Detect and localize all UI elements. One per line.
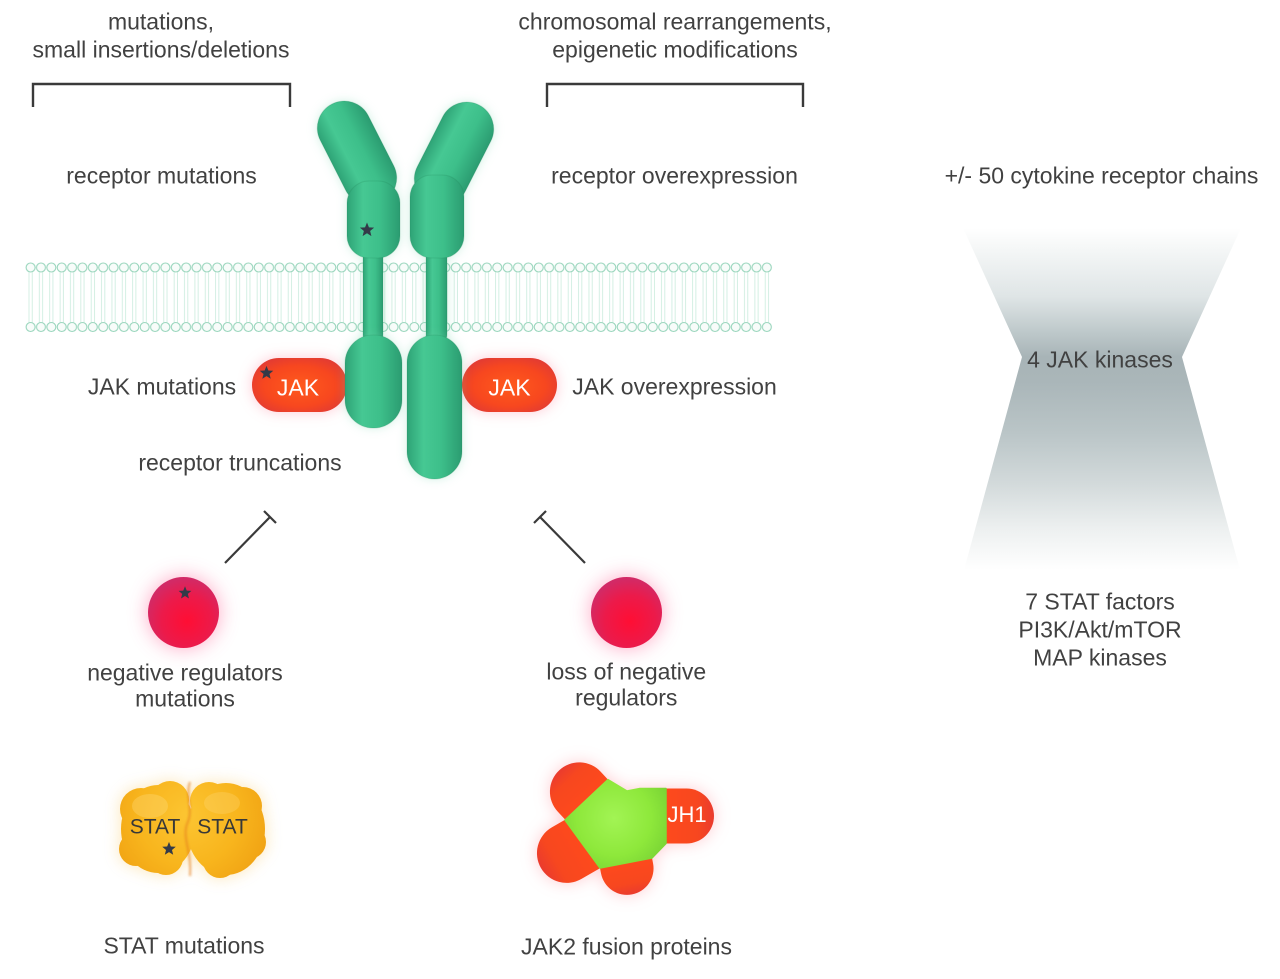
hourglass-top-label: +/- 50 cytokine receptor chains (944, 162, 1259, 188)
left-bracket-caption-line: mutations, (107, 8, 215, 35)
jak2-fusion-proteins-label: JAK2 fusion proteins (521, 933, 732, 960)
left-bracket-caption-line: small insertions/deletions (32, 36, 290, 62)
stat-surface-bump (149, 841, 183, 875)
signaling-hourglass-funnel (963, 228, 1241, 570)
receptor-intracellular-domains (344, 334, 463, 480)
hourglass-waist-label: 4 JAK kinases (1027, 346, 1173, 373)
negative-regulator-right (591, 577, 662, 648)
hourglass-bottom-label-line: 7 STAT factors (1025, 588, 1175, 615)
hourglass-bottom-label-line: PI3K/Akt/mTOR (1018, 616, 1182, 643)
hourglass-bottom-label-line: MAP kinases (1033, 644, 1167, 670)
cell-membrane-lipid-bilayer (25, 262, 773, 333)
inhibition-line (539, 516, 586, 564)
stat-highlight (204, 792, 240, 814)
receptor-mutations-label: receptor mutations (66, 162, 257, 188)
inhibition-line (224, 516, 271, 564)
cytokine-receptor-dimer (316, 100, 495, 343)
negative-regulators-mutations-label-line: negative regulators (87, 659, 283, 685)
jak-left (252, 358, 347, 412)
receptor-overexpression-label: receptor overexpression (551, 162, 798, 188)
jak2-fusion-protein (536, 762, 714, 895)
receptor-left-proximal-extracellular-domain (346, 180, 401, 259)
jh1-domain-label: JH1 (667, 802, 707, 827)
t-bar-icon (263, 510, 277, 524)
mutation-star-icon (259, 365, 274, 379)
stat-dimer-interface (184, 781, 192, 877)
stat-surface-bump (119, 832, 153, 866)
stat-monomer-right-name: STAT (197, 815, 248, 838)
inhibition-arrow-left (224, 510, 277, 564)
stat-surface-bump (232, 825, 266, 859)
jak-left-name: JAK (276, 374, 320, 401)
negative-regulators-mutations-label-line: mutations (135, 685, 235, 711)
mutation-star-icon (359, 222, 375, 237)
mutation-star-icon (178, 586, 192, 599)
receptor-right-proximal-extracellular-domain (409, 174, 465, 259)
negative-regulators (148, 577, 662, 648)
jak-kinases (252, 358, 557, 412)
receptor-truncations-label: receptor truncations (138, 449, 342, 476)
fusion-partner-arm-lower-left (536, 815, 603, 883)
right-bracket-caption-line: chromosomal rearrangements, (518, 8, 832, 35)
jak-overexpression-label: JAK overexpression (572, 373, 777, 400)
negative-regulator-left (148, 577, 219, 648)
fusion-arm-jh1-kinase-domain (660, 788, 714, 844)
bracket-right (545, 82, 805, 107)
stat-mutations-label: STAT mutations (103, 932, 265, 959)
stat-dimer (119, 781, 266, 878)
stat-highlight (132, 794, 168, 818)
bracket-left (31, 82, 292, 107)
stat-surface-bump (203, 844, 237, 878)
mutation-star-icon (162, 841, 176, 855)
right-bracket-caption-line: epigenetic modifications (552, 36, 798, 62)
jak-right (462, 358, 557, 412)
fusion-protein-core (564, 778, 667, 869)
fusion-partner-arm-upper-left (549, 762, 613, 824)
jak-right-name: JAK (488, 374, 531, 401)
loss-of-negative-regulators-label-line: loss of negative (546, 658, 707, 685)
jak-mutations-label: JAK mutations (87, 373, 237, 400)
receptor-right-intracellular-domain (406, 334, 463, 480)
t-bar-icon (533, 510, 547, 524)
stat-monomer-left-name: STAT (129, 815, 181, 838)
inhibition-arrow-right (533, 510, 586, 564)
loss-of-negative-regulators-label-line: regulators (575, 684, 678, 711)
receptor-left-intracellular-domain-truncated (344, 334, 403, 429)
